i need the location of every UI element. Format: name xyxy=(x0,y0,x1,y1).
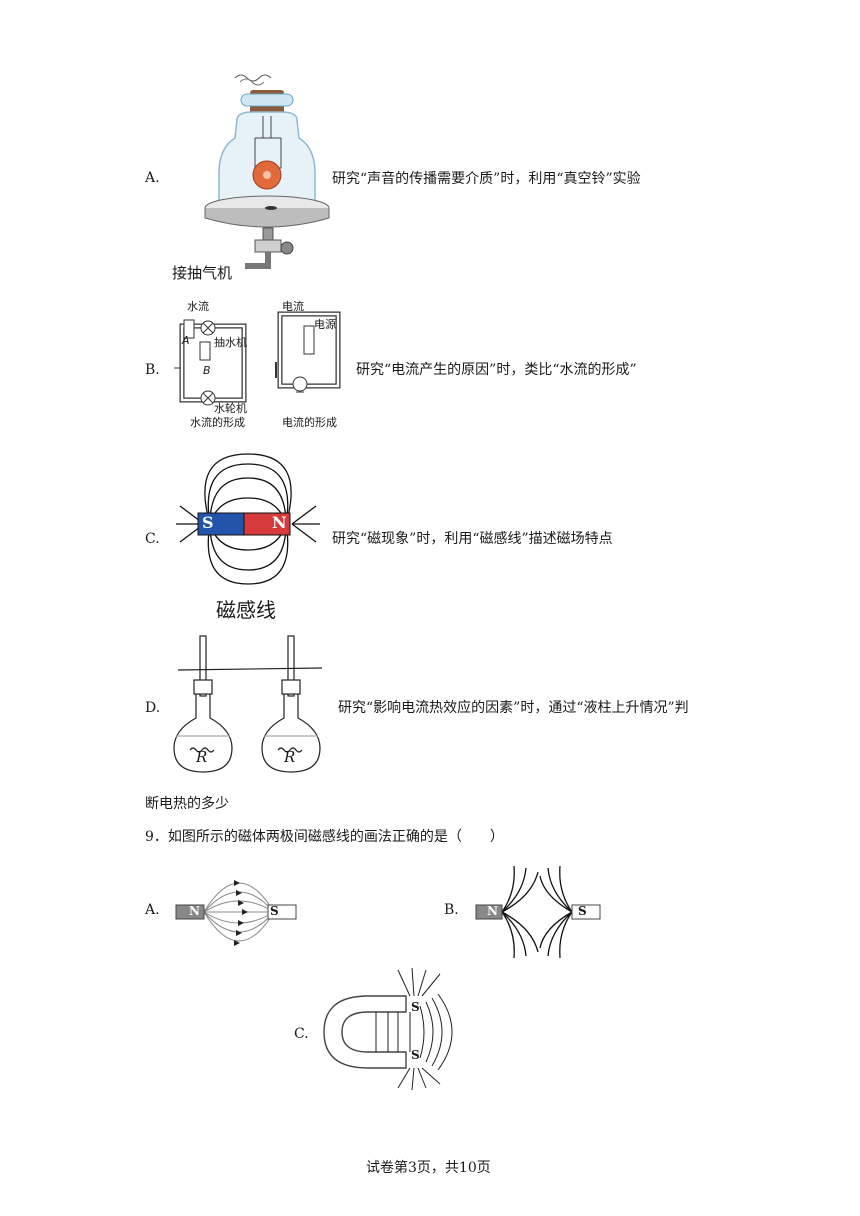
question-9-stem: 9．如图所示的磁体两极间磁感线的画法正确的是（ ） xyxy=(145,829,504,845)
option-a-label: A. xyxy=(145,170,160,186)
page-footer: 试卷第3页，共10页 xyxy=(366,1160,491,1176)
point-a-text: A xyxy=(182,334,190,347)
option-d-continuation: 断电热的多少 xyxy=(145,796,229,812)
q9-a-left-pole: N xyxy=(189,904,200,918)
flask-heating-figure xyxy=(173,635,323,773)
water-current-analogy-figure xyxy=(174,311,341,406)
pump-text: 抽水机 xyxy=(214,336,247,349)
field-lines-caption: 磁感线 xyxy=(216,598,276,622)
s-pole-text: S xyxy=(202,513,214,532)
turbine-text: 水轮机 xyxy=(214,402,247,415)
option-b-label: B. xyxy=(145,362,160,378)
q9-figure-b xyxy=(475,865,601,959)
option-c-text: 研究“磁现象”时，利用“磁感线”描述磁场特点 xyxy=(332,531,613,547)
q9-c-bottom-pole: S xyxy=(411,1048,420,1062)
q9-c-top-pole: S xyxy=(411,1000,420,1014)
vacuum-pump-caption: 接抽气机 xyxy=(172,264,233,282)
q9-option-c-label[interactable]: C. xyxy=(294,1026,309,1042)
option-b-text: 研究“电流产生的原因”时，类比“水流的形成” xyxy=(356,362,637,378)
option-d-text: 研究“影响电流热效应的因素”时，通过“液柱上升情况”判 xyxy=(338,700,689,716)
q9-b-right-pole: S xyxy=(578,904,587,918)
point-b-text: B xyxy=(203,364,211,377)
q9-a-right-pole: S xyxy=(270,904,279,918)
current-text: 电流 xyxy=(282,300,304,313)
bar-magnet-field-figure xyxy=(176,453,320,585)
n-pole-text: N xyxy=(272,513,287,532)
q9-option-a-label[interactable]: A. xyxy=(145,902,160,918)
option-a-text: 研究“声音的传播需要介质”时，利用“真空铃”实验 xyxy=(332,171,641,187)
option-c-label: C. xyxy=(145,531,160,547)
option-d-label: D. xyxy=(145,700,161,716)
q9-option-b-label[interactable]: B. xyxy=(444,902,459,918)
q9-figure-c xyxy=(323,967,453,1091)
power-source-text: 电源 xyxy=(314,318,336,331)
vacuum-bell-figure xyxy=(204,74,330,269)
resistor-2-text: R xyxy=(284,748,296,766)
resistor-1-text: R xyxy=(196,748,208,766)
current-caption: 电流的形成 xyxy=(282,416,337,429)
q9-figure-a xyxy=(175,880,297,946)
q9-b-left-pole: N xyxy=(487,904,498,918)
water-caption: 水流的形成 xyxy=(190,416,245,429)
water-flow-text: 水流 xyxy=(187,300,209,313)
